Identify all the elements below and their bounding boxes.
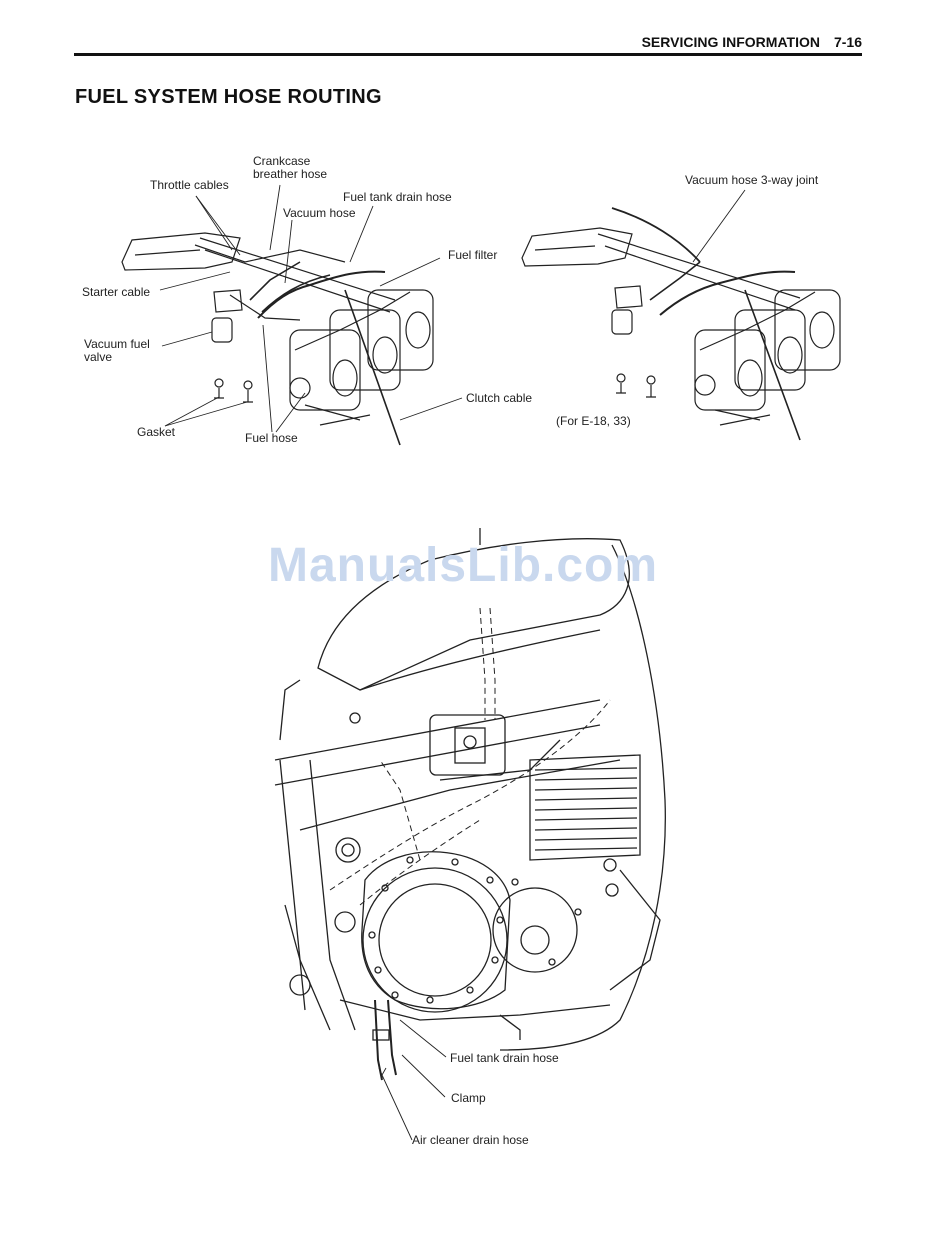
label-crankcase-breather-hose: Crankcase breather hose: [253, 154, 328, 181]
label-air-cleaner-drain-hose: Air cleaner drain hose: [412, 1133, 529, 1147]
label-fuel-tank-drain-hose-bottom: Fuel tank drain hose: [450, 1051, 559, 1065]
carburetor-hose-diagram-right: [521, 189, 841, 441]
label-variant-note: (For E-18, 33): [556, 414, 631, 428]
running-header: SERVICING INFORMATION 7-16: [642, 34, 862, 50]
label-clamp: Clamp: [451, 1091, 486, 1105]
carburetor-hose-diagram-left: [121, 184, 463, 446]
label-vacuum-hose-3way-joint: Vacuum hose 3-way joint: [685, 173, 819, 187]
page-title: FUEL SYSTEM HOSE ROUTING: [75, 86, 382, 108]
label-gasket: Gasket: [137, 425, 176, 439]
label-fuel-filter: Fuel filter: [448, 248, 498, 262]
label-fuel-hose: Fuel hose: [245, 431, 298, 445]
header-rule: [74, 53, 862, 56]
label-starter-cable: Starter cable: [82, 285, 151, 299]
label-fuel-tank-drain-hose: Fuel tank drain hose: [343, 190, 452, 204]
header-section-title: SERVICING INFORMATION: [641, 34, 820, 50]
header-page-number: 7-16: [833, 34, 862, 50]
label-vacuum-fuel-valve: Vacuum fuel valve: [84, 337, 150, 364]
watermark: ManualsLib.com: [268, 539, 659, 592]
label-clutch-cable: Clutch cable: [466, 391, 533, 405]
label-throttle-cables: Throttle cables: [150, 178, 229, 192]
label-vacuum-hose: Vacuum hose: [283, 206, 356, 220]
